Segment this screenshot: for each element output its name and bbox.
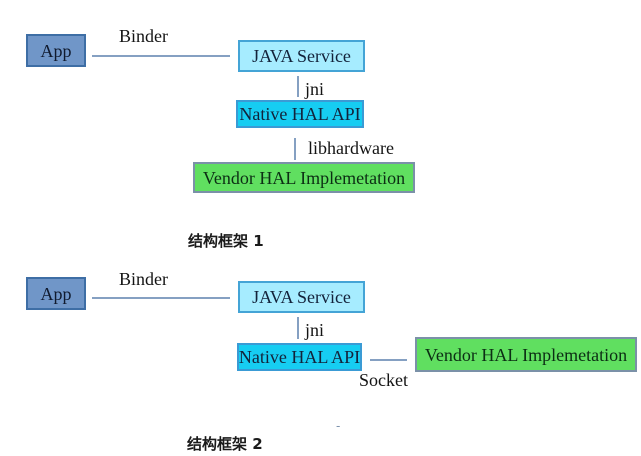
jni-link-label: jni	[305, 320, 325, 340]
native-vendor-connector-line	[294, 138, 296, 160]
vendor-hal-node: Vendor HAL Implemetation	[415, 337, 637, 372]
vendor-hal-node: Vendor HAL Implemetation	[193, 162, 415, 193]
binder-link-label: Binder	[119, 269, 168, 289]
app-java-connector-line	[92, 297, 230, 299]
frame-2-caption: 结构框架 2	[187, 435, 263, 453]
binder-link-label: Binder	[119, 26, 168, 46]
native-hal-api-node-label: Native HAL API	[238, 347, 361, 367]
java-service-node-label: JAVA Service	[252, 287, 351, 307]
native-hal-api-node: Native HAL API	[237, 343, 362, 371]
vendor-hal-node-label: Vendor HAL Implemetation	[424, 344, 628, 365]
frame-1-caption: 结构框架 1	[188, 232, 264, 250]
app-node-label: App	[40, 40, 72, 61]
java-service-node: JAVA Service	[238, 40, 365, 72]
stray-dash-mark: -	[336, 418, 341, 433]
app-node: App	[26, 277, 86, 310]
libhardware-link-label: libhardware	[308, 138, 394, 158]
vendor-hal-node-label: Vendor HAL Implemetation	[202, 167, 406, 188]
java-native-connector-line	[297, 76, 299, 97]
java-service-node-label: JAVA Service	[252, 46, 351, 66]
socket-link-label: Socket	[359, 370, 408, 390]
java-native-connector-line	[297, 317, 299, 339]
native-vendor-connector-line	[370, 359, 407, 361]
native-hal-api-node-label: Native HAL API	[239, 104, 361, 124]
app-java-connector-line	[92, 55, 230, 57]
app-node: App	[26, 34, 86, 67]
native-hal-api-node: Native HAL API	[236, 100, 364, 128]
jni-link-label: jni	[305, 79, 325, 99]
app-node-label: App	[40, 283, 72, 304]
java-service-node: JAVA Service	[238, 281, 365, 313]
